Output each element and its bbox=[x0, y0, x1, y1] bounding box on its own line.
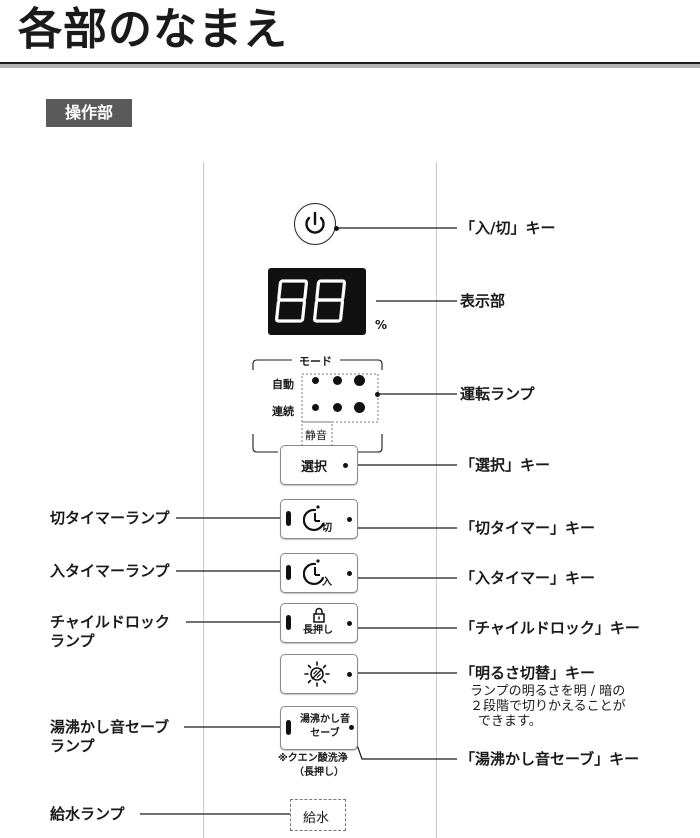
label-child-lock-lamp-2: ランプ bbox=[50, 632, 95, 650]
label-kettle-lamp-2: ランプ bbox=[50, 737, 95, 755]
kettle-button-label-2: セーブ bbox=[310, 728, 340, 739]
label-power-key: 「入/切」キー bbox=[460, 219, 556, 237]
off-timer-button[interactable]: 切 bbox=[280, 499, 358, 539]
mode-continuous-label: 連続 bbox=[272, 405, 294, 418]
brightness-note-line1: ランプの明るさを明 / 暗の bbox=[470, 684, 626, 699]
section-label: 操作部 bbox=[46, 99, 132, 127]
mode-quiet-label: 静音 bbox=[305, 429, 327, 442]
select-button[interactable]: 選択 bbox=[280, 445, 358, 485]
child-lock-indicator-dot bbox=[347, 621, 352, 626]
brightness-note-line3: できます。 bbox=[478, 714, 542, 729]
lock-sub-label: 長押し bbox=[303, 625, 333, 636]
child-lock-button[interactable]: 長押し bbox=[280, 603, 358, 643]
off-timer-icon: 切 bbox=[303, 505, 332, 534]
on-timer-icon: 入 bbox=[303, 559, 332, 588]
mode-lamp bbox=[354, 402, 365, 413]
label-off-timer-lamp: 切タイマーランプ bbox=[50, 509, 170, 527]
title-divider-shadow bbox=[0, 64, 700, 68]
label-brightness-key: 「明るさ切替」キー bbox=[460, 664, 596, 682]
power-indicator-dot bbox=[334, 226, 339, 231]
kettle-sound-save-button[interactable]: 湯沸かし音 セーブ bbox=[280, 706, 358, 750]
mode-lamp bbox=[312, 377, 319, 384]
child-lock-lamp bbox=[286, 615, 291, 630]
label-run-lamp: 運転ランプ bbox=[460, 385, 535, 403]
select-button-label: 選択 bbox=[301, 460, 328, 475]
svg-text:切: 切 bbox=[322, 522, 332, 534]
title-divider bbox=[0, 62, 700, 64]
page-title: 各部のなまえ bbox=[18, 4, 288, 55]
label-on-timer-lamp: 入タイマーランプ bbox=[50, 562, 170, 580]
run-lamp-indicator-dot bbox=[375, 392, 380, 397]
mode-lamp bbox=[333, 376, 342, 385]
label-child-lock-lamp-1: チャイルドロック bbox=[50, 613, 170, 631]
panel-edge-left bbox=[203, 162, 204, 838]
kettle-button-label-1: 湯沸かし音 bbox=[300, 714, 350, 725]
brightness-note-line2: ２段階で切りかえることが bbox=[470, 699, 626, 714]
mode-header: モード bbox=[297, 353, 334, 369]
off-timer-lamp bbox=[286, 511, 291, 526]
label-kettle-lamp-1: 湯沸かし音セーブ bbox=[50, 718, 170, 736]
label-off-timer-key: 「切タイマー」キー bbox=[460, 519, 596, 537]
mode-auto-label: 自動 bbox=[272, 378, 294, 391]
power-icon bbox=[305, 211, 325, 234]
panel-edge-right bbox=[436, 162, 437, 838]
label-on-timer-key: 「入タイマー」キー bbox=[460, 569, 596, 587]
label-display: 表示部 bbox=[460, 292, 506, 310]
water-lamp: 給水 bbox=[290, 799, 346, 831]
kettle-sound-save-lamp bbox=[286, 720, 291, 735]
brightness-icon bbox=[304, 661, 330, 687]
citric-note-line2: （長押し） bbox=[294, 767, 344, 778]
water-lamp-label: 給水 bbox=[303, 811, 330, 826]
label-water-lamp: 給水ランプ bbox=[50, 805, 125, 823]
power-button[interactable] bbox=[294, 203, 336, 245]
display-panel bbox=[268, 268, 366, 335]
off-timer-indicator-dot bbox=[347, 517, 352, 522]
select-indicator-dot bbox=[343, 463, 348, 468]
seven-segment-digits bbox=[275, 279, 347, 323]
svg-text:入: 入 bbox=[322, 576, 332, 588]
on-timer-button[interactable]: 入 bbox=[280, 553, 358, 593]
mode-lamp bbox=[312, 404, 319, 411]
mode-lamp bbox=[354, 375, 365, 386]
label-child-lock-key: 「チャイルドロック」キー bbox=[460, 619, 640, 637]
brightness-button[interactable] bbox=[280, 654, 358, 694]
label-kettle-key: 「湯沸かし音セーブ」キー bbox=[460, 750, 640, 768]
on-timer-indicator-dot bbox=[347, 571, 352, 576]
mode-lamp bbox=[333, 403, 342, 412]
citric-note-line1: ※クエン酸洗浄 bbox=[278, 753, 348, 764]
label-select-key: 「選択」キー bbox=[460, 456, 551, 474]
display-unit: % bbox=[375, 318, 388, 332]
on-timer-lamp bbox=[286, 565, 291, 580]
lock-icon bbox=[313, 607, 325, 623]
brightness-indicator-dot bbox=[347, 672, 352, 677]
kettle-indicator-dot bbox=[349, 725, 354, 730]
